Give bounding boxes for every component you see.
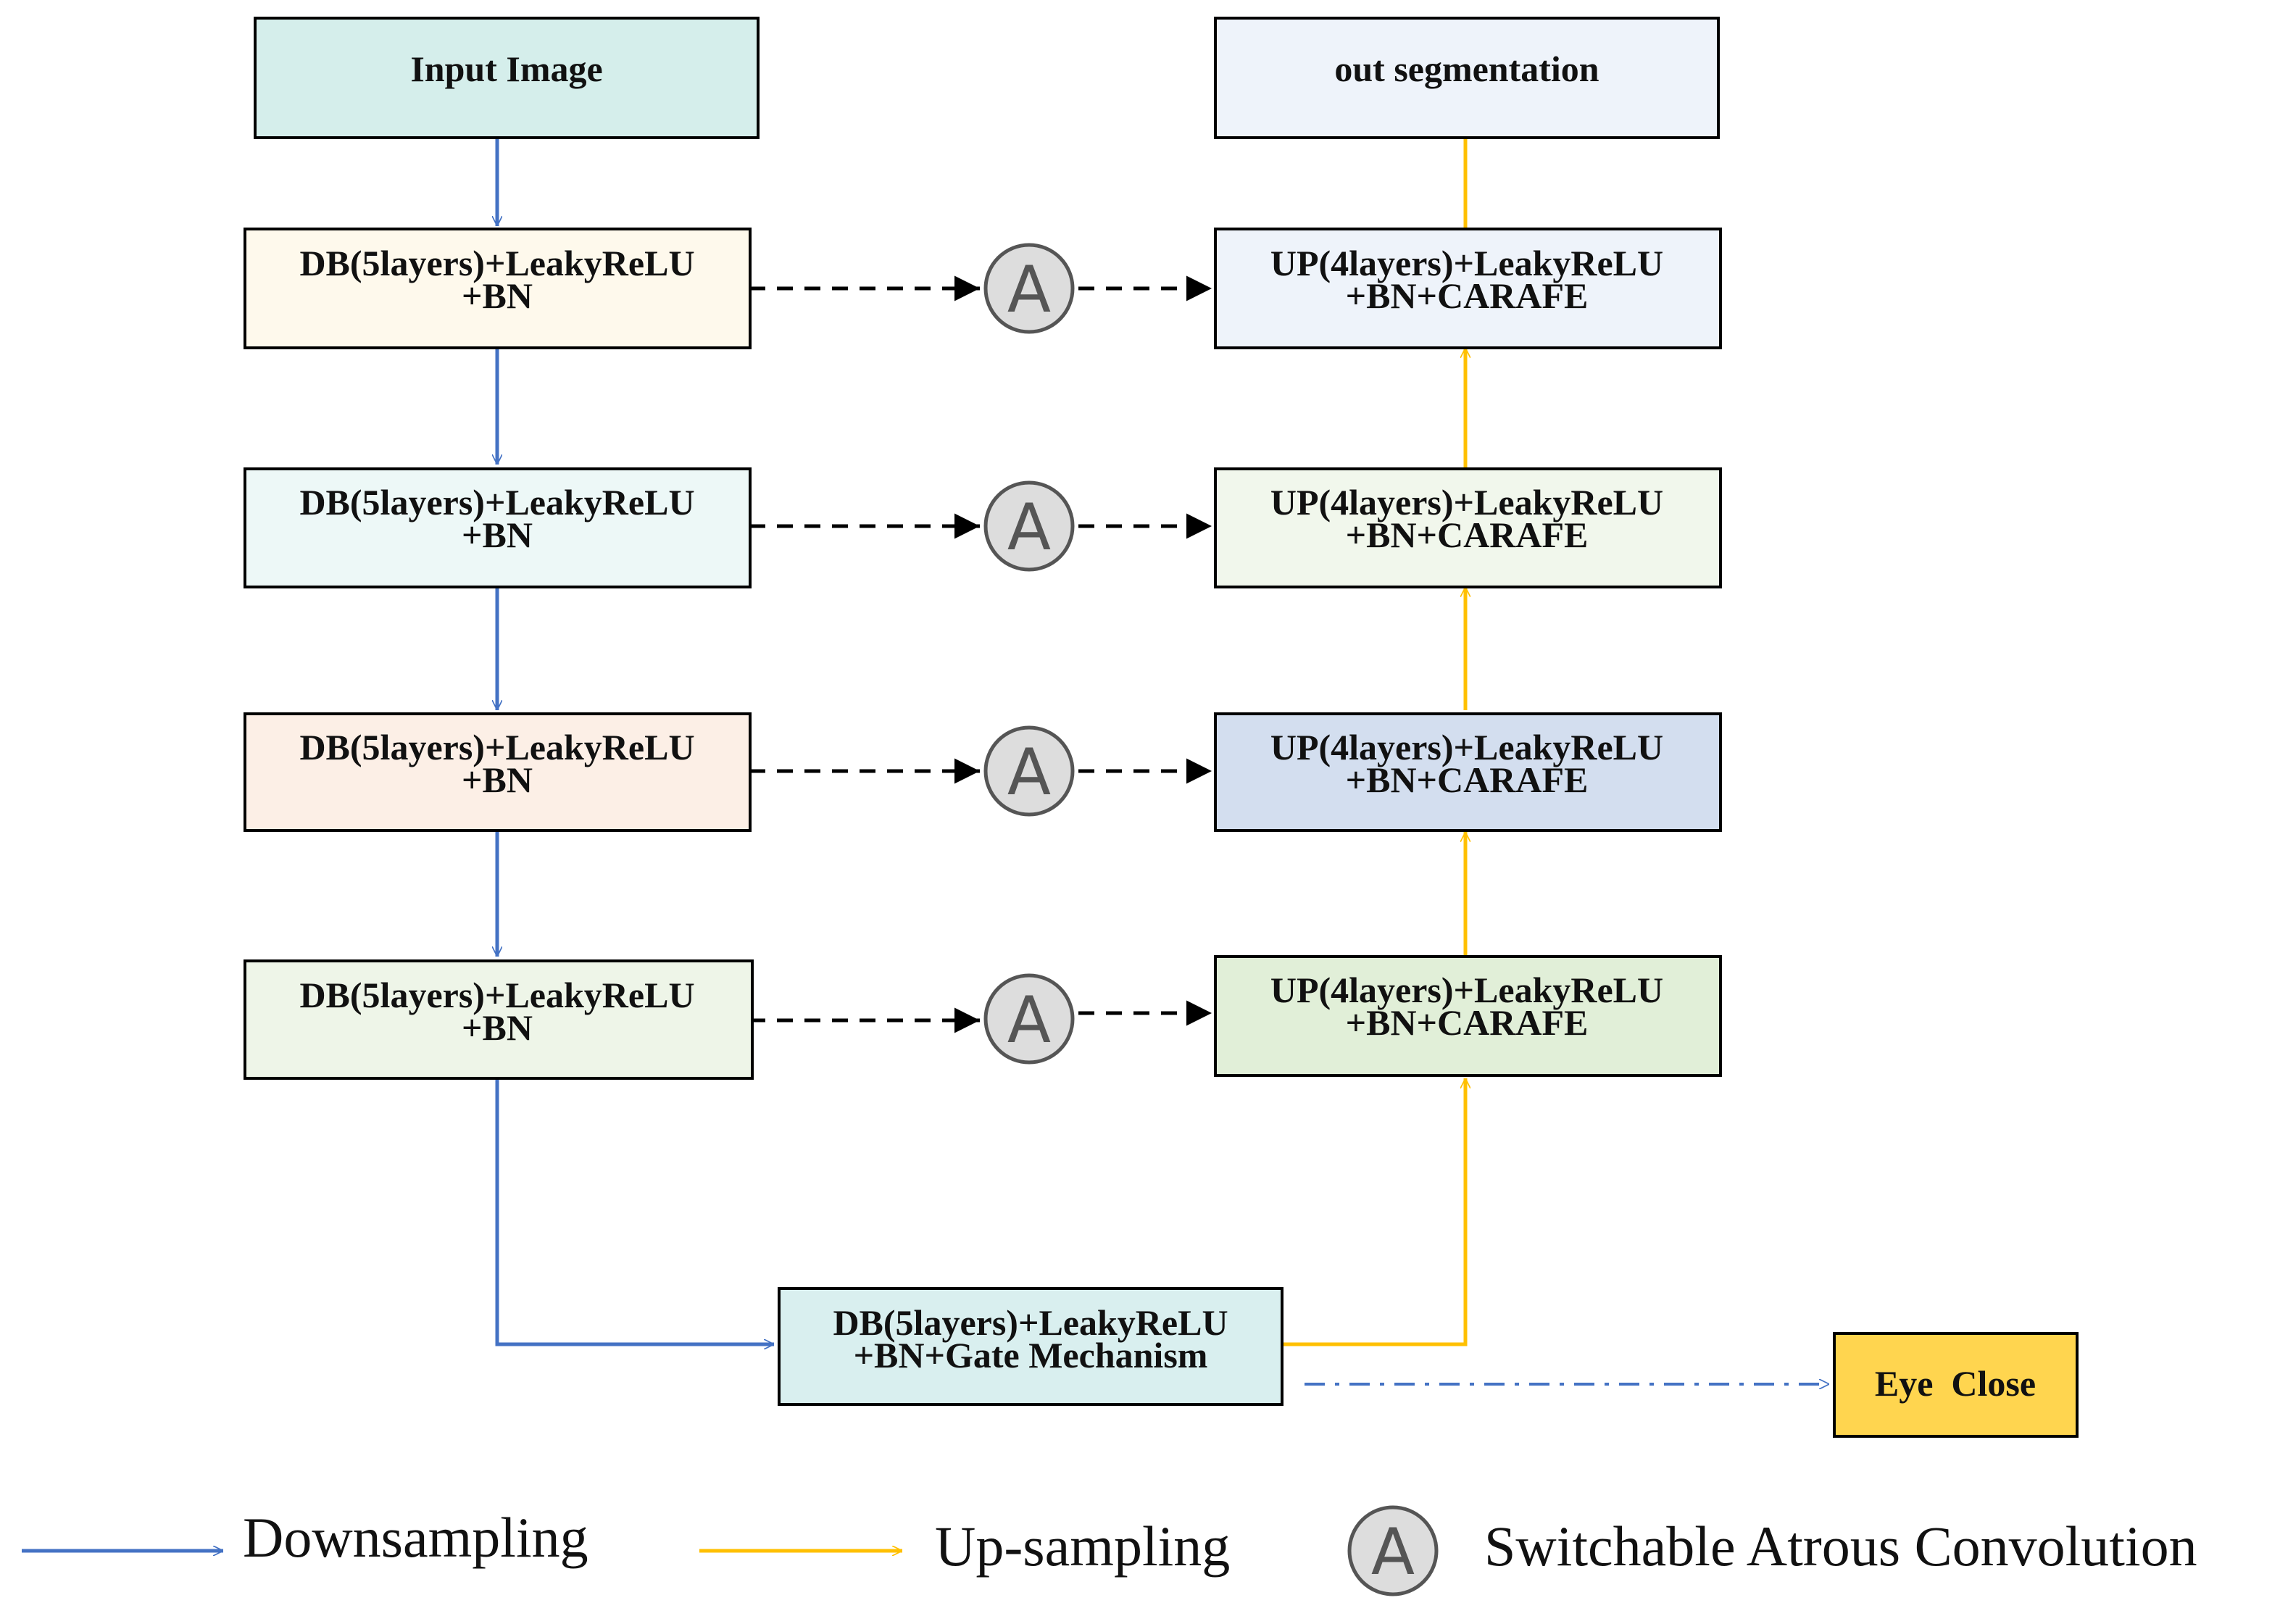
db-block-1-line1: DB(5layers)+LeakyReLU bbox=[299, 243, 694, 283]
db-block-3-line2: +BN bbox=[462, 759, 533, 800]
arrow-db4-to-bottleneck bbox=[495, 1078, 774, 1344]
output-segmentation-label: out segmentation bbox=[1334, 49, 1599, 89]
db-block-4: DB(5layers)+LeakyReLU +BN bbox=[244, 959, 754, 1080]
eye-close-label: Eye Close bbox=[1875, 1363, 2036, 1404]
legend-downsampling-label: Downsampling bbox=[243, 1506, 588, 1569]
up-block-2: UP(4layers)+LeakyReLU +BN+CARAFE bbox=[1214, 467, 1722, 588]
up-block-1-line1: UP(4layers)+LeakyReLU bbox=[1270, 243, 1663, 283]
db-block-1: DB(5layers)+LeakyReLU +BN bbox=[244, 228, 752, 349]
up-block-4-line2: +BN+CARAFE bbox=[1346, 1002, 1589, 1043]
legend-sac-letter: A bbox=[1371, 1515, 1415, 1589]
sac-node-2: A bbox=[983, 480, 1075, 572]
eye-close-box: Eye Close bbox=[1833, 1332, 2079, 1438]
db-block-3: DB(5layers)+LeakyReLU +BN bbox=[244, 712, 752, 832]
sac-node-4: A bbox=[983, 973, 1075, 1065]
legend: Downsampling Up-sampling A Switchable At… bbox=[22, 1505, 2197, 1596]
up-block-3-line2: +BN+CARAFE bbox=[1346, 759, 1589, 800]
db-block-3-line1: DB(5layers)+LeakyReLU bbox=[299, 727, 694, 767]
bottleneck-line1: DB(5layers)+LeakyReLU bbox=[833, 1302, 1228, 1343]
sac-node-2-letter: A bbox=[1007, 490, 1051, 565]
db-block-2-line1: DB(5layers)+LeakyReLU bbox=[299, 482, 694, 522]
skip-connections bbox=[749, 275, 1212, 1033]
output-segmentation-box: out segmentation bbox=[1214, 17, 1720, 139]
up-block-4-line1: UP(4layers)+LeakyReLU bbox=[1270, 970, 1663, 1010]
arrow-bottleneck-to-up4 bbox=[1279, 1078, 1465, 1346]
sac-node-1-letter: A bbox=[1007, 252, 1051, 327]
legend-upsampling-label: Up-sampling bbox=[935, 1515, 1230, 1578]
downsampling-arrows bbox=[497, 138, 774, 1344]
sac-node-3: A bbox=[983, 725, 1075, 817]
up-block-3: UP(4layers)+LeakyReLU +BN+CARAFE bbox=[1214, 712, 1722, 832]
bottleneck-line2: +BN+Gate Mechanism bbox=[854, 1335, 1208, 1375]
up-block-3-line1: UP(4layers)+LeakyReLU bbox=[1270, 727, 1663, 767]
input-image-box: Input Image bbox=[254, 17, 760, 139]
db-block-2: DB(5layers)+LeakyReLU +BN bbox=[244, 467, 752, 588]
up-block-4: UP(4layers)+LeakyReLU +BN+CARAFE bbox=[1214, 955, 1722, 1077]
sac-node-1: A bbox=[983, 243, 1075, 334]
input-image-label: Input Image bbox=[410, 49, 602, 89]
up-block-2-line2: +BN+CARAFE bbox=[1346, 515, 1589, 555]
db-block-1-line2: +BN bbox=[462, 275, 533, 316]
sac-node-3-letter: A bbox=[1007, 735, 1051, 809]
up-block-1: UP(4layers)+LeakyReLU +BN+CARAFE bbox=[1214, 228, 1722, 349]
db-block-4-line2: +BN bbox=[462, 1007, 533, 1048]
sac-node-4-letter: A bbox=[1007, 983, 1051, 1057]
db-block-4-line1: DB(5layers)+LeakyReLU bbox=[299, 975, 694, 1015]
db-block-2-line2: +BN bbox=[462, 515, 533, 555]
up-block-1-line2: +BN+CARAFE bbox=[1346, 275, 1589, 316]
legend-sac-icon: A bbox=[1347, 1505, 1439, 1596]
up-block-2-line1: UP(4layers)+LeakyReLU bbox=[1270, 482, 1663, 522]
bottleneck-block: DB(5layers)+LeakyReLU +BN+Gate Mechanism bbox=[778, 1287, 1283, 1406]
legend-sac-label: Switchable Atrous Convolution bbox=[1484, 1515, 2197, 1578]
